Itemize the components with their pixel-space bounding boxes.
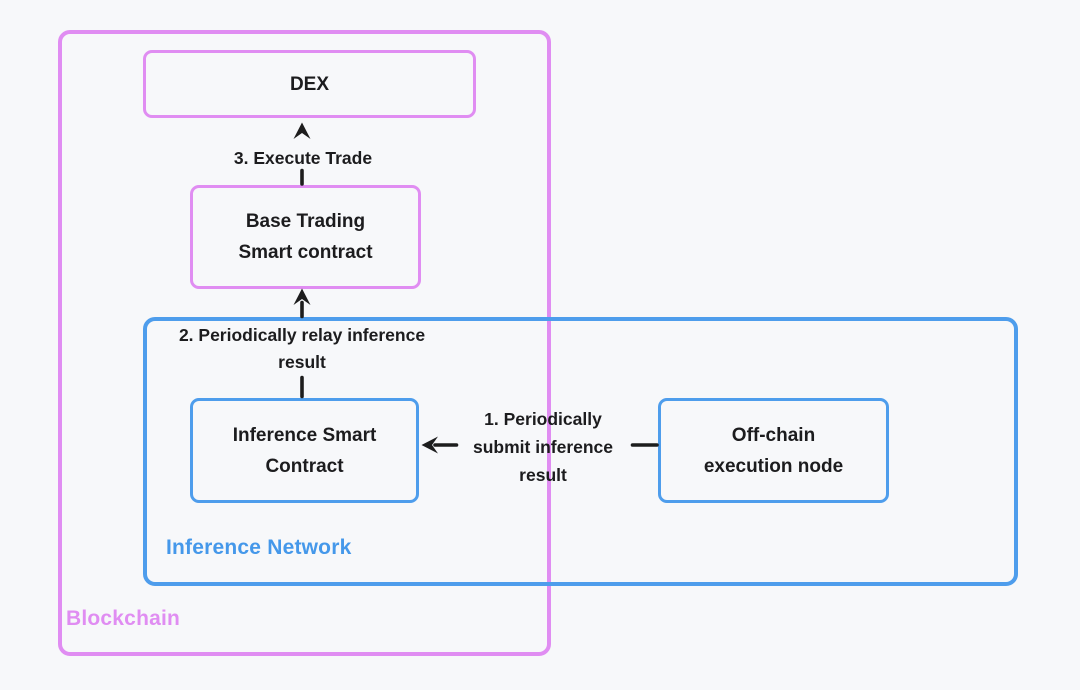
blockchain-group-box [58,30,551,656]
node-offchain-execution-node-label: Off-chain execution node [703,424,844,477]
node-inference-smart-contract-label: Inference Smart Contract [232,424,377,477]
inference-network-group-label: Inference Network [166,536,352,559]
node-dex: DEX [143,50,476,118]
node-base-trading-smart-contract: Base Trading Smart contract [190,185,421,289]
annotation-relay-inference-result: 2. Periodically relay inference result [178,325,426,372]
node-dex-label: DEX [289,73,330,95]
blockchain-group-label: Blockchain [66,607,181,630]
node-base-trading-label: Base Trading Smart contract [238,211,373,263]
annotation-submit-inference-result: 1. Periodically submit inference result [472,409,614,485]
inference-network-group-box [143,317,1018,586]
node-inference-smart-contract: Inference Smart Contract [190,398,419,503]
annotation-execute-trade: 3. Execute Trade [233,148,373,168]
node-offchain-execution-node: Off-chain execution node [658,398,889,503]
